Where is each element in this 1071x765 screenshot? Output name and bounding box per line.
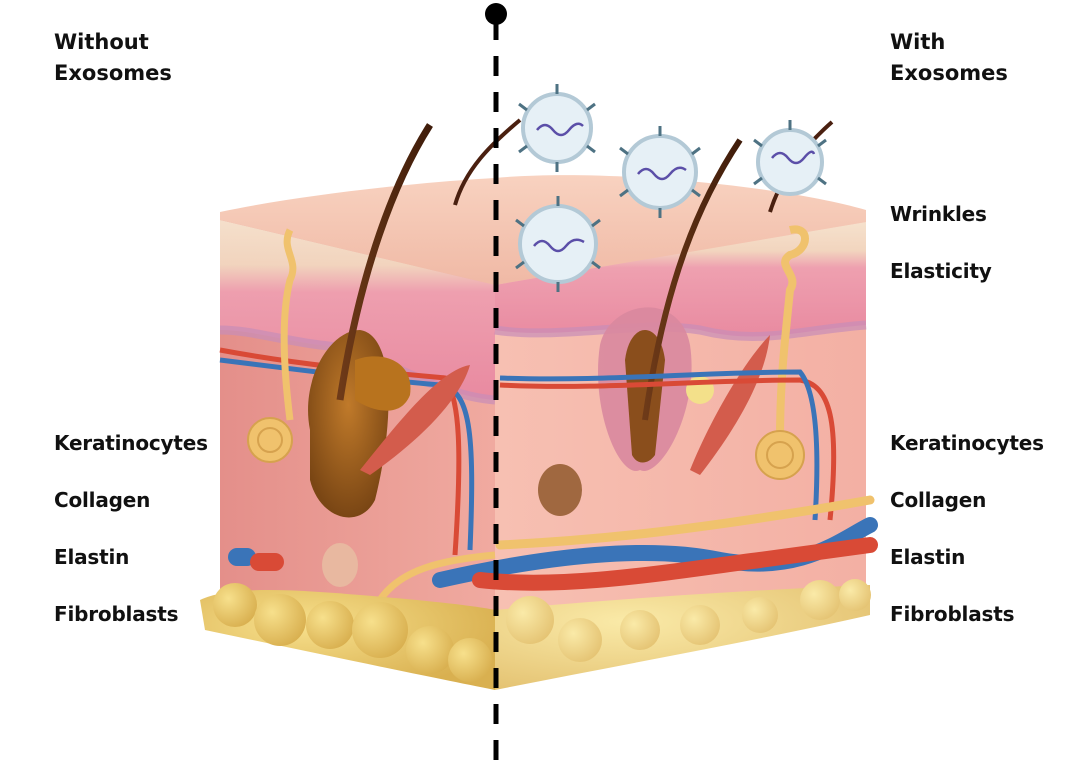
right-heading-line2: Exosomes	[890, 61, 1008, 85]
epidermis-right	[495, 222, 866, 337]
exosome	[515, 196, 601, 292]
exosome	[753, 120, 827, 196]
hair-shaft-left-2	[453, 118, 522, 206]
right-heading-line1: With	[890, 30, 946, 54]
right-label-keratinocytes: Keratinocytes	[890, 431, 1044, 455]
hair-shaft-left	[336, 123, 433, 401]
exosomes	[515, 84, 827, 292]
right-label-wrinkles: Wrinkles	[890, 202, 987, 226]
divider-line	[485, 3, 507, 760]
left-heading-line1: Without	[54, 30, 149, 54]
left-label-elastin: Elastin	[54, 545, 130, 569]
right-heading: With Exosomes	[890, 27, 1008, 89]
exosome	[518, 84, 596, 172]
exosome	[619, 126, 701, 218]
hair-shaft-right	[642, 138, 743, 421]
left-label-collagen: Collagen	[54, 488, 151, 512]
divider-pin-head	[485, 3, 507, 25]
right-label-elastin: Elastin	[890, 545, 966, 569]
left-heading-line2: Exosomes	[54, 61, 172, 85]
right-label-collagen: Collagen	[890, 488, 987, 512]
left-heading: Without Exosomes	[54, 27, 172, 89]
fat-layer-right	[495, 579, 871, 690]
fat-layer-left	[200, 583, 495, 690]
right-label-fibroblasts: Fibroblasts	[890, 602, 1015, 626]
left-label-fibroblasts: Fibroblasts	[54, 602, 179, 626]
right-label-elasticity: Elasticity	[890, 259, 992, 283]
left-label-keratinocytes: Keratinocytes	[54, 431, 208, 455]
